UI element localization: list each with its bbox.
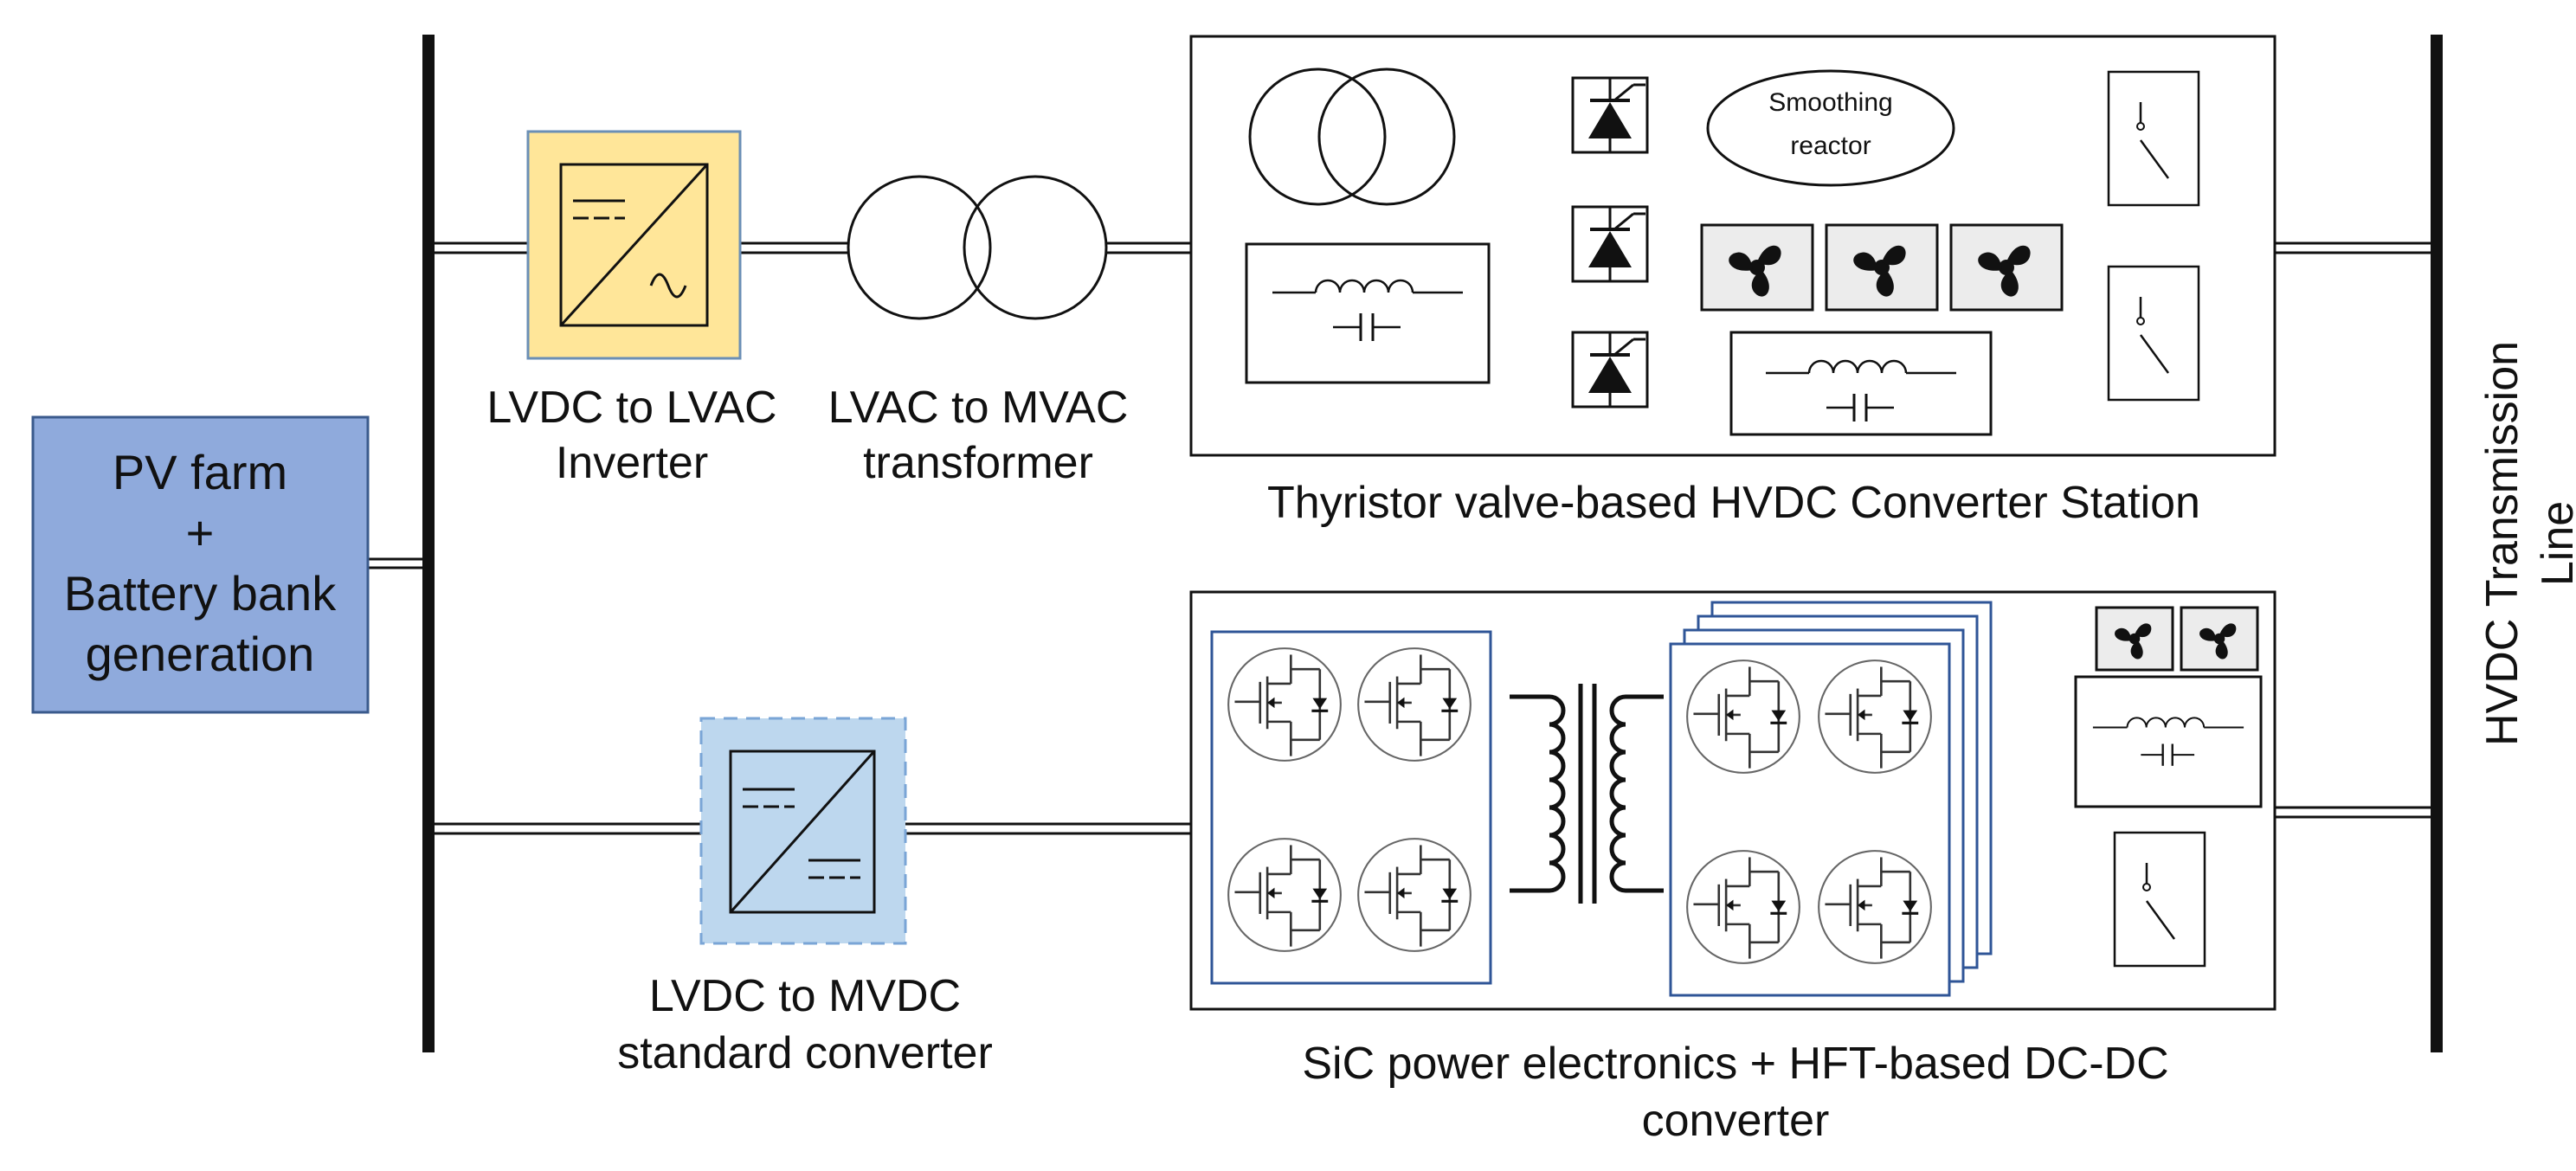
transmission-label-1: HVDC Transmission bbox=[2477, 341, 2528, 746]
transformer-label-1: LVAC to MVAC bbox=[828, 383, 1129, 433]
lv-dc-busbar bbox=[422, 35, 435, 1052]
breaker-icon bbox=[2107, 70, 2200, 207]
transformer-coil-left-icon bbox=[847, 175, 992, 320]
thyristor-icon bbox=[1571, 205, 1649, 283]
dc-converter-label-1: LVDC to MVDC bbox=[649, 971, 961, 1021]
thyristor-icon bbox=[1571, 76, 1649, 154]
breaker-icon bbox=[2113, 831, 2206, 968]
inverter-label-1: LVDC to LVAC bbox=[486, 383, 776, 433]
transformer-label-2: transformer bbox=[863, 438, 1093, 488]
transmission-label-2: Line bbox=[2533, 501, 2576, 586]
source-label-3: Battery bank bbox=[64, 566, 337, 621]
lvdc-mvdc-converter: LVDC to MVDC standard converter bbox=[617, 717, 993, 1078]
transformer-coil-right-icon bbox=[963, 175, 1108, 320]
sic-station-caption-2: converter bbox=[1642, 1096, 1830, 1146]
smoothing-reactor-label-1: Smoothing bbox=[1768, 88, 1892, 117]
sic-filter-box bbox=[2074, 675, 2263, 808]
station-transformer-right-icon bbox=[1317, 68, 1456, 206]
sic-hft-station: SiC power electronics + HFT-based DC-DC … bbox=[1189, 590, 2277, 1146]
hvdc-busbar bbox=[2431, 35, 2443, 1052]
smoothing-reactor bbox=[1706, 69, 1955, 187]
primary-bridge-module bbox=[1210, 630, 1492, 985]
pv-battery-source: PV farm + Battery bank generation bbox=[31, 415, 370, 714]
dc-converter-label-2: standard converter bbox=[617, 1028, 993, 1078]
dc-filter-box bbox=[1729, 331, 1993, 436]
connection-lines bbox=[368, 241, 2431, 835]
pv-battery-source-box bbox=[31, 415, 370, 714]
hft-transformer-icon bbox=[1510, 684, 1664, 904]
breaker-icon bbox=[2107, 265, 2200, 402]
thyristor-station-caption: Thyristor valve-based HVDC Converter Sta… bbox=[1267, 478, 2200, 528]
thyristor-icon bbox=[1571, 331, 1649, 409]
sic-station-caption-1: SiC power electronics + HFT-based DC-DC bbox=[1302, 1039, 2168, 1089]
smoothing-reactor-label-2: reactor bbox=[1790, 132, 1871, 160]
source-label-4: generation bbox=[86, 627, 315, 681]
lvdc-lvac-inverter: LVDC to LVAC Inverter bbox=[486, 130, 777, 488]
thyristor-hvdc-station: Smoothing reactor Thyristor valve-based … bbox=[1189, 35, 2277, 528]
ac-filter-box bbox=[1245, 242, 1491, 384]
station-transformer-left-icon bbox=[1248, 68, 1387, 206]
inverter-label-2: Inverter bbox=[556, 438, 708, 488]
source-label-2: + bbox=[186, 505, 215, 560]
lvac-mvac-transformer: LVAC to MVAC transformer bbox=[828, 175, 1129, 488]
source-label-1: PV farm bbox=[113, 445, 287, 499]
secondary-bridge-module bbox=[1669, 642, 1951, 997]
hvdc-transmission-line-label: HVDC Transmission Line bbox=[2477, 341, 2576, 746]
